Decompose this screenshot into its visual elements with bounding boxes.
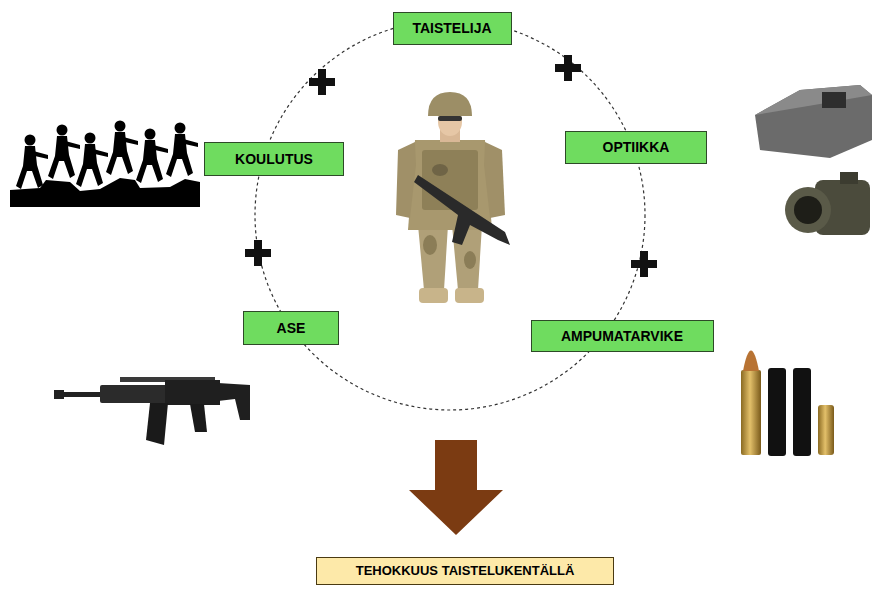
plus-symbol (555, 55, 581, 81)
soldier-silhouette (136, 129, 168, 184)
node-label: OPTIIKKA (603, 139, 670, 156)
factor-box: OPTIIKKA (565, 131, 707, 164)
plus-symbol (309, 69, 335, 95)
soldier-silhouette (16, 135, 48, 190)
result-arrow (409, 440, 503, 535)
result-box: TEHOKKUUS TAISTELUKENTÄLLÄ (316, 557, 614, 585)
sight-lens (822, 92, 846, 108)
rifle-receiver (165, 380, 220, 405)
bullet-tip (743, 351, 759, 372)
camo-spot (464, 251, 476, 269)
soldier-silhouette (166, 123, 198, 178)
rifle-stock (218, 383, 250, 420)
ammunition-picture (741, 351, 834, 457)
soldier-silhouette (106, 121, 138, 176)
red-dot-sight (755, 85, 872, 158)
black-cartridge (793, 368, 811, 456)
plus-symbol (631, 251, 657, 277)
rifle-picture (54, 377, 250, 445)
short-cartridge (818, 405, 834, 455)
soldier-boot (455, 288, 484, 303)
soldier-glasses (438, 116, 462, 121)
soldier-silhouette (76, 133, 108, 188)
node-label: TAISTELIJA (412, 20, 491, 37)
rifle-magazine (146, 403, 168, 445)
factor-box: AMPUMATARVIKE (531, 320, 714, 352)
cartridge (741, 370, 761, 455)
factor-box: TAISTELIJA (393, 12, 512, 45)
soldier-silhouette (48, 125, 80, 180)
camo-spot (432, 164, 448, 176)
camo-spot (423, 235, 437, 255)
sight-top (755, 85, 872, 115)
scope-ring (785, 187, 831, 233)
rifle-handguard (100, 385, 170, 403)
factor-box: KOULUTUS (204, 142, 344, 176)
soldier-arm (484, 142, 505, 218)
rifle-muzzle (54, 390, 64, 399)
optics-picture (755, 85, 872, 235)
soldier-figure (396, 92, 510, 303)
node-label: ASE (277, 320, 306, 337)
rifle-grip (190, 404, 207, 432)
training-silhouette (10, 121, 200, 208)
node-label: KOULUTUS (235, 151, 313, 168)
soldier-leg (418, 225, 448, 290)
plus-symbol (245, 240, 271, 266)
scope-turret (840, 172, 858, 184)
soldier-rifle (414, 175, 510, 245)
soldier-arm (396, 142, 416, 218)
node-label: AMPUMATARVIKE (561, 328, 683, 345)
black-cartridge (768, 368, 786, 456)
soldier-boot (419, 288, 448, 303)
factor-box: ASE (243, 311, 339, 345)
node-label: TEHOKKUUS TAISTELUKENTÄLLÄ (356, 563, 575, 579)
scope-lens (794, 196, 822, 224)
soldier-helmet (428, 92, 472, 116)
